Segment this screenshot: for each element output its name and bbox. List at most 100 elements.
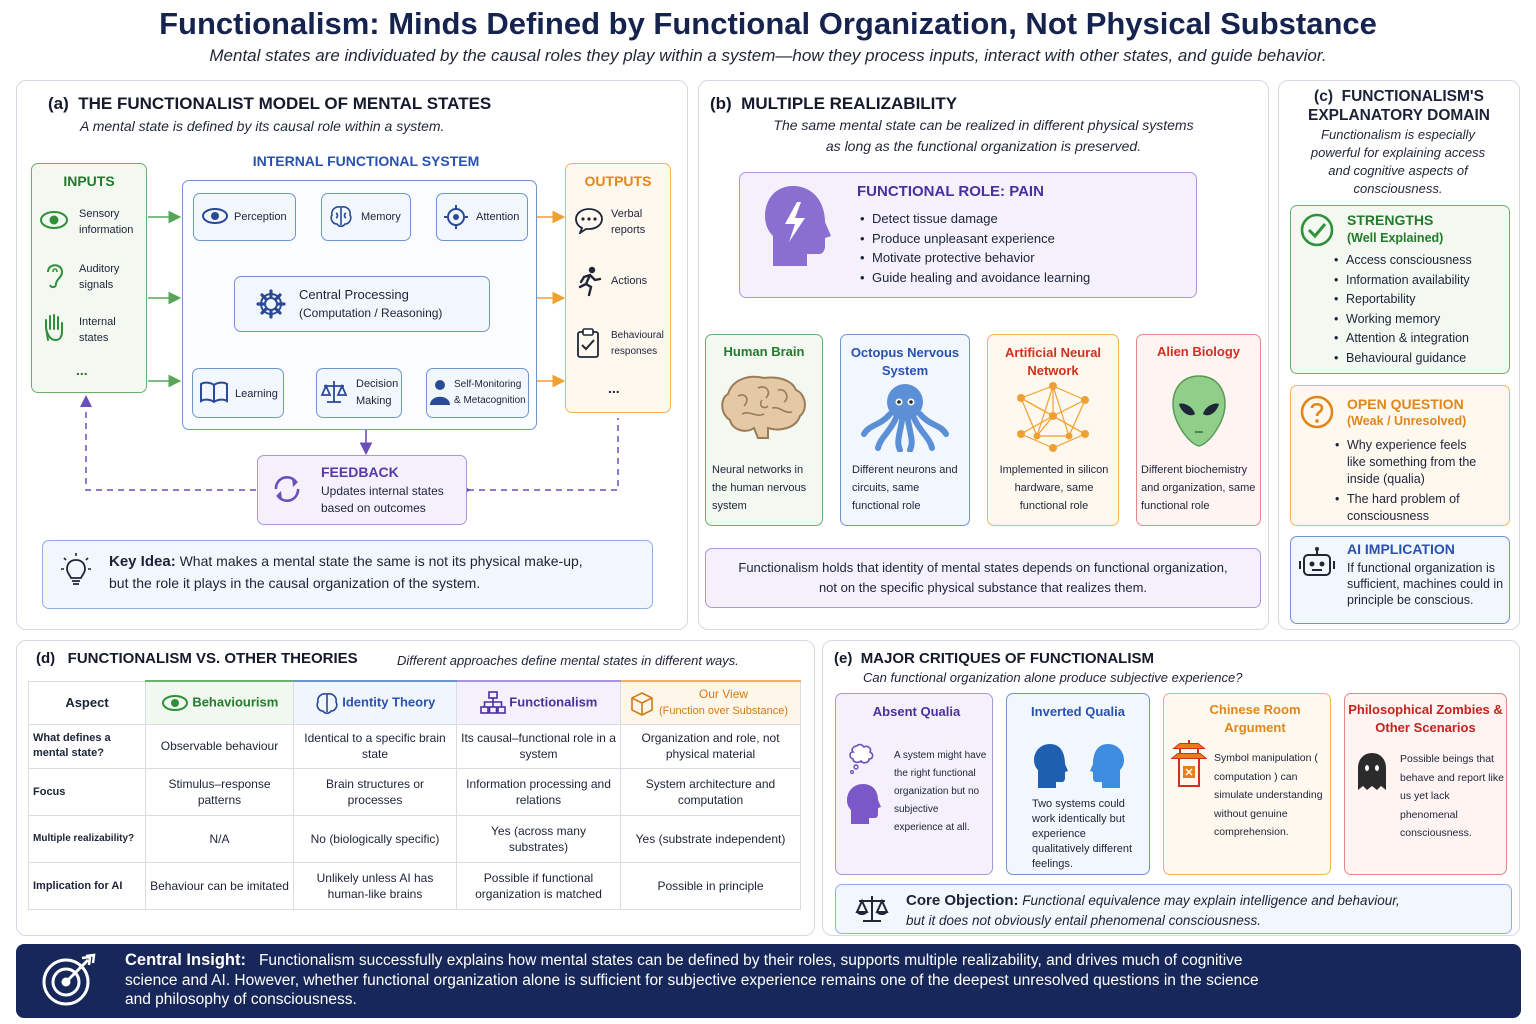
running-person-icon [578, 266, 602, 297]
target-icon [444, 205, 468, 229]
central-insight-text: Functionalism successfully explains how … [125, 952, 1259, 1008]
header-our-view-sub: (Function over Substance) [658, 705, 788, 718]
cell: No (biologically specific) [293, 814, 457, 863]
strength-item: Reportability [1332, 290, 1472, 310]
cell: Observable behaviour [145, 723, 294, 769]
header-behaviourism: Behaviourism [145, 680, 294, 725]
header-identity-label: Identity Theory [342, 694, 436, 710]
panel-d-note: Different approaches define mental state… [397, 653, 739, 668]
panel-d-heading: (d) FUNCTIONALISM VS. OTHER THEORIES [36, 650, 358, 667]
ai-implication-title: AI IMPLICATION [1347, 541, 1455, 557]
eye-icon [40, 211, 68, 229]
critique-title-inverted: Inverted Qualia [1031, 704, 1125, 719]
check-circle-icon [1300, 213, 1334, 247]
core-objection-label: Core Objection: [906, 892, 1019, 909]
internal-system-title: INTERNAL FUNCTIONAL SYSTEM [252, 153, 480, 169]
ai-implication-box [1290, 536, 1510, 624]
strength-item: Information availability [1332, 271, 1472, 291]
key-idea-text1: What makes a mental state the same is no… [179, 553, 583, 569]
strengths-title: STRENGTHS [1347, 212, 1434, 228]
row-label-ai: Implication for AI [28, 861, 146, 910]
cell: N/A [145, 814, 294, 863]
header-behaviourism-label: Behaviourism [192, 694, 279, 710]
ear-icon [47, 264, 64, 289]
octopus-icon [861, 384, 949, 452]
outputs-title: OUTPUTS [584, 173, 652, 189]
cell: Information processing and relations [456, 767, 621, 816]
eye-icon [202, 208, 228, 224]
role-item: Motivate protective behavior [858, 248, 1090, 268]
row-label-realizability: Multiple realizability? [28, 814, 146, 863]
open-question-title: OPEN QUESTION [1347, 396, 1464, 412]
row-label-defines: What defines a mental state? [28, 723, 146, 769]
cell: Its causal–functional role in a system [456, 723, 621, 769]
self-monitoring-label-line1: Self-Monitoring [454, 379, 522, 390]
critique-inverted-qualia [1006, 693, 1150, 875]
critique-title-chinese-room: Chinese Room Argument [1209, 702, 1301, 735]
perception-node [193, 193, 296, 241]
core-objection-box [835, 884, 1512, 934]
book-icon [200, 381, 228, 404]
cell: System architecture and computation [620, 767, 801, 816]
neural-network-icon [1017, 382, 1089, 452]
strengths-subtitle: (Well Explained) [1347, 231, 1444, 245]
cell: Possible if functional organization is m… [456, 861, 621, 910]
attention-label: Attention [476, 211, 520, 223]
critique-text-zombies: Possible beings that behave and report l… [1400, 753, 1504, 839]
panel-b-heading: (b) MULTIPLE REALIZABILITY [710, 94, 958, 113]
critique-title-absent: Absent Qualia [872, 704, 961, 719]
core-objection-line2: but it does not obviously entail phenome… [906, 913, 1261, 928]
learning-label: Learning [235, 388, 278, 400]
question-circle-icon [1300, 395, 1334, 429]
strength-item: Access consciousness [1332, 251, 1472, 271]
decision-label-line1: Decision [356, 378, 399, 390]
brain-icon [330, 206, 352, 228]
input-item-internal: Internal states [79, 316, 116, 344]
functional-role-list: Detect tissue damage Produce unpleasant … [858, 209, 1090, 287]
cell: Brain structures or processes [293, 767, 457, 816]
realizer-text-ann: Implemented in silicon hardware, same fu… [999, 464, 1109, 512]
brain-icon [721, 375, 806, 439]
inputs-more: ... [76, 362, 88, 378]
panel-e-intro: Can functional organization alone produc… [863, 670, 1243, 685]
key-idea-line2: but the role it plays in the causal orga… [109, 575, 481, 591]
robot-icon [1299, 547, 1335, 576]
attention-node [436, 193, 528, 241]
eye-icon [161, 694, 188, 711]
target-arrow-icon [42, 953, 96, 1006]
learning-node [192, 368, 284, 418]
header-our-view-label: Our View [698, 687, 749, 702]
cell: Yes (across many substrates) [456, 814, 621, 863]
open-question-item: Why experience feels like something from… [1333, 437, 1483, 488]
output-item-actions: Actions [611, 275, 648, 287]
functional-role-title: FUNCTIONAL ROLE: PAIN [857, 183, 1044, 200]
core-objection-line1: Core Objection: Functional equivalence m… [906, 892, 1400, 909]
realizability-summary-box [705, 548, 1261, 608]
strength-item: Working memory [1332, 310, 1472, 330]
central-processing-sublabel: (Computation / Reasoning) [299, 306, 443, 320]
realizer-title-human-brain: Human Brain [723, 344, 805, 359]
cell: Stimulus–response patterns [145, 767, 294, 816]
realizer-text-alien: Different biochemistry and organization,… [1141, 464, 1256, 512]
feedback-box [257, 455, 467, 525]
clipboard-check-icon [577, 328, 599, 358]
cell: Organization and role, not physical mate… [620, 723, 801, 769]
open-question-subtitle: (Weak / Unresolved) [1347, 414, 1467, 428]
central-insight-text-block: Central Insight: Functionalism successfu… [125, 951, 1265, 1010]
self-monitoring-node [426, 368, 529, 418]
strength-item: Behavioural guidance [1332, 349, 1472, 369]
panel-b-intro-line1: The same mental state can be realized in… [773, 117, 1194, 133]
input-item-auditory: Auditory signals [79, 263, 120, 291]
critique-text-chinese-room: Symbol manipulation ( computation ) can … [1214, 752, 1323, 838]
alien-head-icon [1172, 375, 1226, 447]
key-idea-line1: Key Idea: What makes a mental state the … [109, 553, 583, 570]
critique-text-inverted: Two systems could work identically but e… [1032, 798, 1133, 870]
role-item: Produce unpleasant experience [858, 229, 1090, 249]
cell: Unlikely unless AI has human-like brains [293, 861, 457, 910]
two-heads-icon [1034, 744, 1124, 788]
role-item: Guide healing and avoidance learning [858, 268, 1090, 288]
key-idea-label: Key Idea: [109, 553, 176, 570]
gear-icon [256, 289, 286, 319]
realizer-text-human-brain: Neural networks in the human nervous sys… [712, 464, 807, 512]
